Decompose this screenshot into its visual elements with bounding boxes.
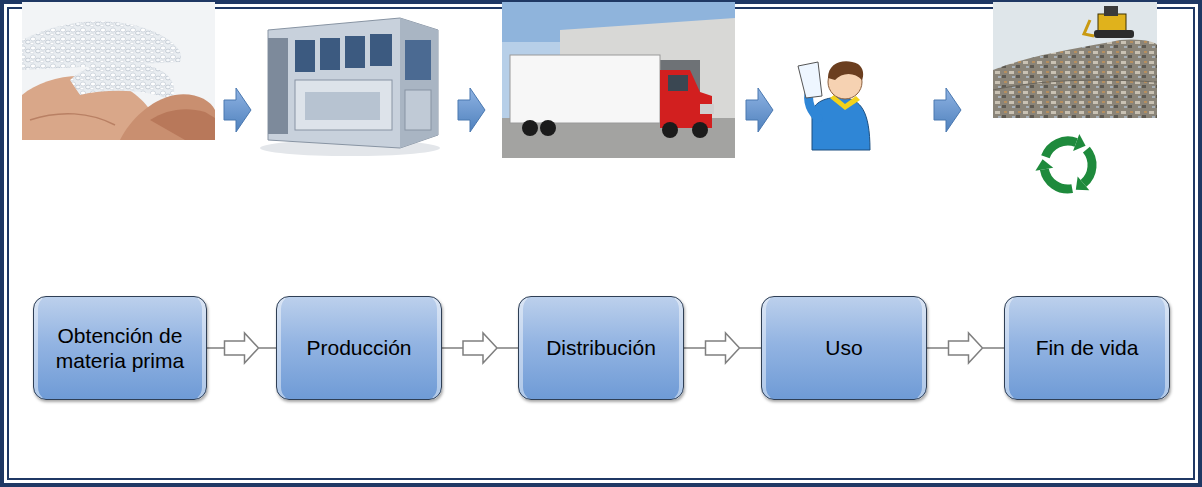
landfill-photo bbox=[993, 2, 1157, 118]
recycle-symbol bbox=[1032, 134, 1106, 200]
boy-drinking bbox=[798, 61, 870, 150]
process-box: Producción bbox=[276, 296, 442, 400]
pellets-photo bbox=[22, 2, 215, 140]
box-label: Obtención de materia prima bbox=[46, 323, 194, 373]
process-box: Fin de vida bbox=[1004, 296, 1170, 400]
process-box: Obtención de materia prima bbox=[33, 296, 207, 400]
picture-arrows bbox=[224, 88, 961, 132]
truck-photo bbox=[502, 2, 735, 158]
flow-arrow bbox=[207, 333, 276, 363]
box-label: Uso bbox=[825, 335, 862, 360]
box-label: Producción bbox=[306, 335, 411, 360]
flow-arrow bbox=[927, 333, 1004, 363]
process-box: Uso bbox=[761, 296, 927, 400]
flow-arrow bbox=[442, 333, 518, 363]
box-label: Distribución bbox=[546, 335, 656, 360]
flow-arrow bbox=[684, 333, 761, 363]
machine-picture bbox=[260, 18, 440, 156]
box-label: Fin de vida bbox=[1036, 335, 1139, 360]
process-box: Distribución bbox=[518, 296, 684, 400]
